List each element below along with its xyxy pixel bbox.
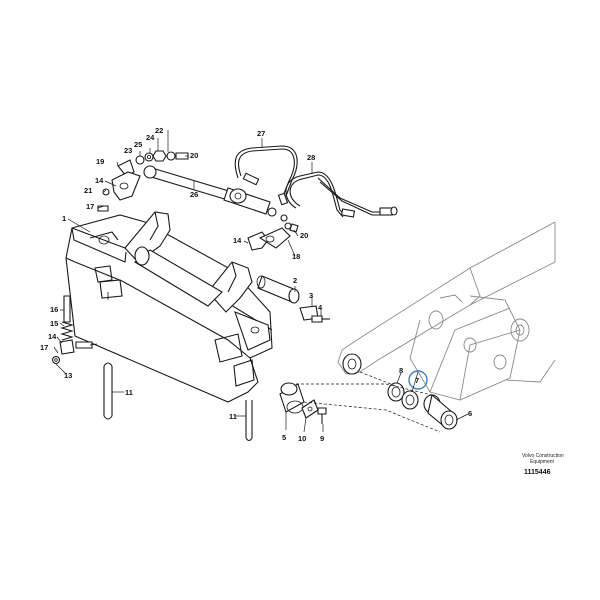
callout-20-mid: 20 (300, 231, 308, 240)
callout-22: 22 (155, 126, 163, 135)
lock-pin-11-bottom (245, 400, 253, 442)
callout-26: 26 (190, 190, 198, 199)
callout-25: 25 (134, 140, 142, 149)
callout-14-mid: 14 (233, 236, 242, 245)
spring-15 (60, 321, 74, 341)
pivot-pin-2 (256, 275, 300, 304)
coupler-frame (65, 211, 273, 403)
callout-9: 9 (320, 434, 324, 443)
lock-bracket-14 (51, 339, 93, 365)
highlight-circle (408, 370, 428, 390)
callout-14-top: 14 (95, 176, 104, 185)
callout-7: 7 (415, 376, 419, 385)
boom-arm (337, 221, 556, 401)
bushing-5 (279, 382, 305, 414)
callout-10: 10 (298, 434, 306, 443)
bolt-9 (317, 407, 327, 424)
callout-5: 5 (282, 433, 286, 442)
callout-4: 4 (318, 303, 323, 312)
callout-8: 8 (399, 366, 403, 375)
callout-11-left: 11 (125, 388, 133, 397)
callout-3: 3 (309, 291, 313, 300)
callout-2: 2 (293, 276, 297, 285)
callout-19: 19 (96, 157, 104, 166)
callout-24: 24 (146, 133, 155, 142)
bushing-6 (423, 393, 458, 430)
callout-21: 21 (84, 186, 92, 195)
valve-bracket-assembly (97, 150, 189, 212)
callout-23: 23 (124, 146, 132, 155)
leader-lines (53, 130, 469, 433)
hydraulic-hose-27 (234, 145, 298, 206)
callout-labels: 1 2 3 4 5 6 7 8 9 10 11 11 13 14 14 14 1… (40, 126, 472, 443)
callout-17-top: 17 (86, 202, 94, 211)
pin-16 (63, 295, 71, 323)
washer-8 (387, 382, 405, 402)
callout-11-bottom: 11 (229, 412, 237, 421)
lock-pin-11-left (103, 362, 113, 420)
seal-7 (401, 370, 428, 410)
callout-1: 1 (62, 214, 66, 223)
callout-20-top: 20 (190, 151, 198, 160)
callout-17-left: 17 (40, 343, 48, 352)
bracket-3-bolt-4 (299, 305, 330, 323)
brand-line-1: Volvo Construction (522, 453, 564, 459)
valve-bracket-right (247, 222, 299, 251)
callout-6: 6 (468, 409, 472, 418)
callout-27: 27 (257, 129, 265, 138)
callout-15: 15 (50, 319, 58, 328)
hydraulic-cylinder (143, 165, 288, 222)
drawing-number: 1115446 (524, 469, 551, 476)
assembly-dash-lines (296, 371, 441, 433)
callout-18: 18 (292, 252, 300, 261)
callout-14-left: 14 (48, 332, 57, 341)
callout-16: 16 (50, 305, 58, 314)
callout-13: 13 (64, 371, 72, 380)
drawing-footer: Volvo Construction Equipment 1115446 (522, 453, 564, 476)
callout-28: 28 (307, 153, 315, 162)
brand-line-2: Equipment (530, 459, 555, 465)
hydraulic-hose-28 (285, 171, 398, 218)
